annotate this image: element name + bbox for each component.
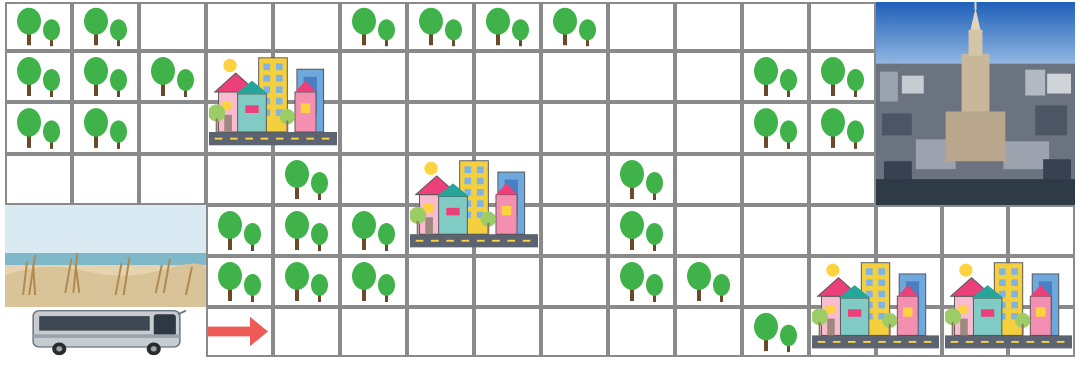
town-icon — [410, 157, 538, 253]
trees-icon — [541, 2, 608, 51]
board-cell[interactable] — [407, 256, 474, 307]
board-cell[interactable] — [139, 154, 206, 205]
board-cell[interactable] — [541, 205, 608, 256]
board-cell[interactable] — [541, 307, 608, 357]
trees-icon — [273, 154, 340, 205]
town-icon — [812, 259, 939, 354]
board-cell[interactable] — [541, 256, 608, 307]
trees-icon — [809, 102, 876, 154]
trees-icon — [608, 154, 675, 205]
trees-icon — [5, 51, 72, 102]
arrow-right-icon — [206, 307, 273, 357]
board-cell[interactable] — [809, 205, 876, 256]
trees-icon — [675, 256, 742, 307]
board-cell[interactable] — [206, 154, 273, 205]
city-photo — [876, 2, 1075, 205]
trees-icon — [742, 102, 809, 154]
trees-icon — [72, 2, 139, 51]
board-cell[interactable] — [407, 51, 474, 102]
board-cell[interactable] — [675, 2, 742, 51]
board-cell[interactable] — [474, 256, 541, 307]
board-cell[interactable] — [340, 154, 407, 205]
board-cell[interactable] — [340, 102, 407, 154]
bus-icon — [5, 307, 206, 357]
board-cell[interactable] — [608, 2, 675, 51]
trees-icon — [139, 51, 206, 102]
trees-icon — [608, 256, 675, 307]
board-cell[interactable] — [1008, 205, 1075, 256]
board-cell[interactable] — [5, 154, 72, 205]
trees-icon — [5, 102, 72, 154]
town-icon — [945, 259, 1072, 354]
trees-icon — [474, 2, 541, 51]
trees-icon — [72, 51, 139, 102]
trees-icon — [206, 205, 273, 256]
board-cell[interactable] — [407, 307, 474, 357]
board-cell[interactable] — [206, 2, 273, 51]
board-cell[interactable] — [541, 102, 608, 154]
board-cell[interactable] — [139, 102, 206, 154]
trees-icon — [742, 51, 809, 102]
board-cell[interactable] — [608, 102, 675, 154]
board-cell[interactable] — [340, 51, 407, 102]
board-cell[interactable] — [675, 205, 742, 256]
trees-icon — [340, 2, 407, 51]
board-cell[interactable] — [942, 205, 1008, 256]
board-cell[interactable] — [139, 2, 206, 51]
trees-icon — [273, 205, 340, 256]
board-cell[interactable] — [742, 154, 809, 205]
board-cell[interactable] — [541, 154, 608, 205]
trees-icon — [608, 205, 675, 256]
board-cell[interactable] — [407, 102, 474, 154]
trees-icon — [742, 307, 809, 357]
board-cell[interactable] — [474, 307, 541, 357]
board-cell[interactable] — [72, 154, 139, 205]
board-cell[interactable] — [742, 256, 809, 307]
trees-icon — [340, 205, 407, 256]
board-cell[interactable] — [876, 205, 942, 256]
trees-icon — [206, 256, 273, 307]
board-cell[interactable] — [742, 2, 809, 51]
board-cell[interactable] — [608, 51, 675, 102]
trees-icon — [809, 51, 876, 102]
board-cell[interactable] — [340, 307, 407, 357]
board-cell[interactable] — [675, 154, 742, 205]
board-cell[interactable] — [742, 205, 809, 256]
board-cell[interactable] — [675, 307, 742, 357]
board-cell[interactable] — [541, 51, 608, 102]
town-icon — [209, 54, 337, 151]
trees-icon — [273, 256, 340, 307]
trees-icon — [340, 256, 407, 307]
trees-icon — [407, 2, 474, 51]
board-cell[interactable] — [675, 51, 742, 102]
board-cell[interactable] — [809, 154, 876, 205]
board-cell[interactable] — [809, 2, 876, 51]
trees-icon — [5, 2, 72, 51]
board-cell[interactable] — [474, 51, 541, 102]
board-cell[interactable] — [474, 102, 541, 154]
board-cell[interactable] — [675, 102, 742, 154]
board-cell[interactable] — [273, 2, 340, 51]
board-cell[interactable] — [273, 307, 340, 357]
board-cell[interactable] — [608, 307, 675, 357]
trees-icon — [72, 102, 139, 154]
beach-photo — [5, 205, 206, 307]
